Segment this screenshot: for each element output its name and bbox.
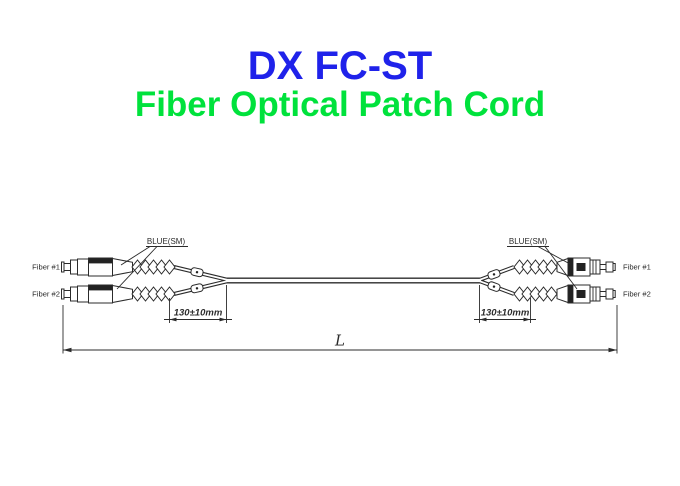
breakout-marker	[189, 282, 205, 294]
patch-cord-diagram: BLUE(SM) BLUE(SM) Fiber #1 Fiber #2 Fibe…	[32, 237, 651, 354]
boot-callout-right: BLUE(SM)	[507, 237, 578, 290]
boot-callout-left: BLUE(SM)	[116, 237, 188, 290]
fc-connector-left-fiber1	[62, 258, 176, 276]
breakout-dimension-right: 130±10mm	[474, 285, 536, 323]
length-label: L	[334, 332, 345, 350]
right-fiber2-label: Fiber #2	[623, 290, 651, 299]
duplex-cable	[173, 265, 515, 296]
breakout-marker	[486, 280, 502, 293]
left-fiber2-label: Fiber #2	[32, 290, 60, 299]
breakout-dim-right-label: 130±10mm	[481, 308, 530, 319]
breakout-marker	[486, 268, 502, 281]
breakout-dim-left-label: 130±10mm	[174, 308, 223, 319]
title-block: DX FC-ST Fiber Optical Patch Cord	[0, 46, 680, 124]
st-connector-right-fiber2	[514, 285, 615, 303]
length-dimension: L	[62, 305, 618, 354]
breakout-dimension-left: 130±10mm	[164, 285, 232, 323]
left-fiber1-label: Fiber #1	[32, 263, 60, 272]
breakout-marker	[189, 266, 205, 278]
right-fiber1-label: Fiber #1	[623, 263, 651, 272]
boot-label-right: BLUE(SM)	[509, 237, 548, 246]
boot-label-left: BLUE(SM)	[147, 237, 186, 246]
product-subtitle: Fiber Optical Patch Cord	[134, 85, 546, 124]
product-title: DX FC-ST	[247, 44, 433, 88]
